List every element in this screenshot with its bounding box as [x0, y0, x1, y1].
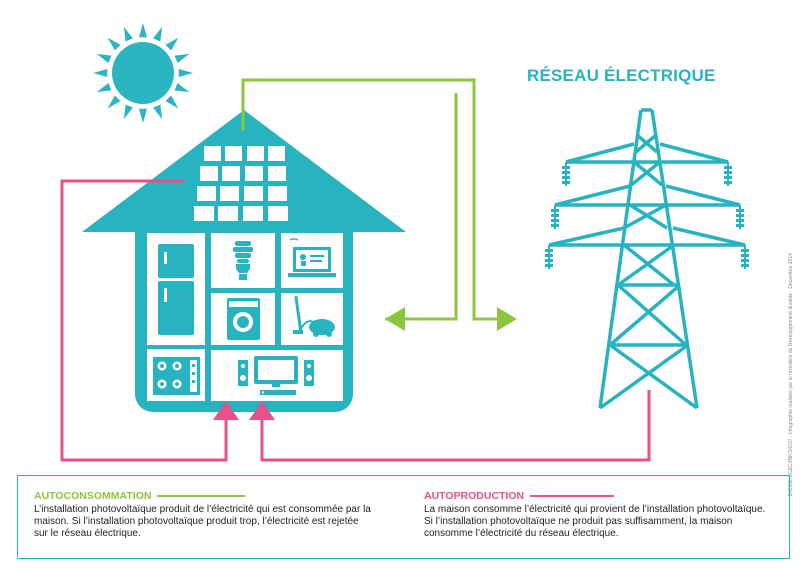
stove-icon [153, 357, 200, 395]
speaker-icon [238, 360, 314, 386]
solar-panel-icon [194, 146, 288, 221]
bulb-icon [233, 241, 253, 280]
fridge-icon [158, 244, 194, 335]
green-flow [241, 78, 512, 321]
green-line-key [157, 494, 246, 498]
insulators [545, 162, 749, 269]
legend-autoconsommation: AUTOCONSOMMATION L’installation photovol… [34, 490, 374, 540]
laptop-icon [288, 238, 336, 277]
pylon-icon [548, 108, 746, 410]
washing-machine-icon [227, 298, 260, 340]
autoproduction-title: AUTOPRODUCTION [424, 490, 525, 502]
legend: AUTOCONSOMMATION L’installation photovol… [17, 475, 790, 559]
autoconsommation-title: AUTOCONSOMMATION [34, 490, 152, 502]
arrow-icon [385, 307, 405, 331]
pink-flow [60, 179, 651, 462]
credit-text: DICOM-DGEC/INF/14237 - Infographie réali… [788, 253, 794, 496]
autoproduction-text: La maison consomme l’électricité qui pro… [424, 504, 766, 539]
legend-autoproduction: AUTOPRODUCTION La maison consomme l’élec… [424, 490, 774, 540]
legend-title: AUTOCONSOMMATION [34, 490, 374, 502]
tv-icon [254, 356, 298, 395]
arrow-icon [497, 307, 517, 331]
arrow-icon [213, 401, 239, 420]
autoconsommation-text: L’installation photovoltaïque produit de… [34, 504, 371, 539]
grid-title: RÉSEAU ÉLECTRIQUE [527, 66, 716, 85]
arrow-icon [249, 401, 275, 420]
sun-icon [93, 23, 193, 123]
vacuum-icon [293, 295, 335, 337]
pink-line-key [530, 494, 615, 498]
house-roof [82, 110, 406, 232]
legend-title: AUTOPRODUCTION [424, 490, 774, 502]
